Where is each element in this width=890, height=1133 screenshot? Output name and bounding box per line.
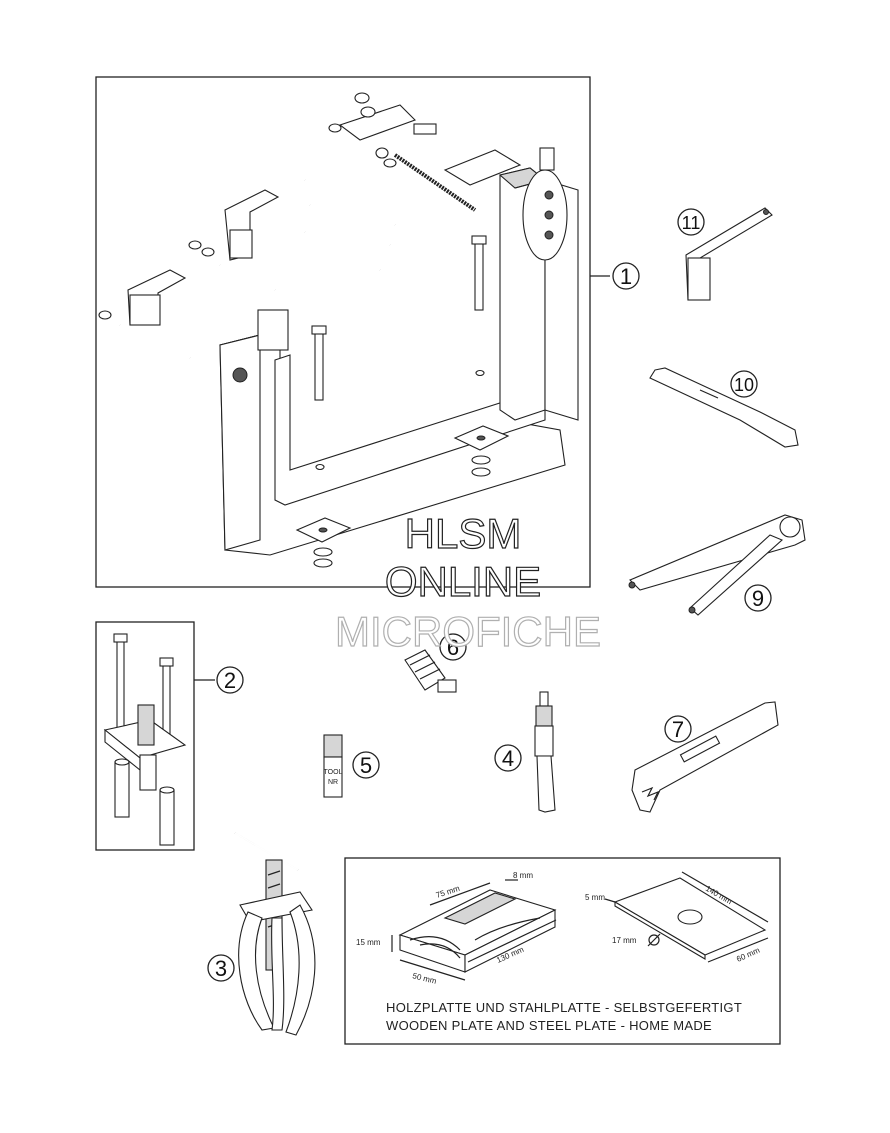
callout-2-circle: [216, 666, 244, 694]
threaded-rods: [304, 153, 477, 272]
callout-5: 5: [360, 753, 372, 778]
part-5-stamp-line-1: TOOL: [324, 769, 343, 776]
puller-kit-frame-box: [95, 621, 195, 851]
home-made-plates-box: [344, 857, 781, 1045]
steel-plate-drawing: [604, 871, 769, 963]
caption-english: WOODEN PLATE AND STEEL PLATE - HOME MADE: [386, 1018, 712, 1033]
dim-plate-thickness: 5 mm: [585, 893, 605, 902]
callout-3-circle: [207, 954, 235, 982]
callout-1: 1: [620, 264, 632, 289]
callout-4-circle: [494, 744, 522, 772]
part-11-bracket: [685, 207, 773, 301]
callout-7-circle: [664, 715, 692, 743]
callout-10: 10: [734, 375, 754, 395]
part-3-three-arm-puller: [234, 832, 316, 1036]
part-5-stamp-line-2: NR: [328, 779, 338, 786]
callout-6-circle: [439, 633, 467, 661]
callout-10-circle: [730, 370, 758, 398]
dim-wood-thickness: 15 mm: [356, 938, 381, 947]
dim-wood-length-top: 75 mm: [435, 884, 461, 900]
part-7-holding-wrench: [631, 701, 779, 813]
callout-2: 2: [224, 668, 236, 693]
callout-7: 7: [672, 717, 684, 742]
part-9-pin-spanner: [628, 514, 806, 616]
part-10-flat-wrench: [649, 367, 799, 448]
callout-5-circle: [352, 751, 380, 779]
engine-stand-drawing: [98, 92, 579, 568]
wooden-plate-drawing: [391, 879, 557, 981]
caption-german: HOLZPLATTE UND STAHLPLATTE - SELBSTGEFER…: [386, 1000, 742, 1015]
dim-slot-width: 8 mm: [513, 871, 533, 880]
callout-11-circle: [677, 208, 705, 236]
watermark-line-3: MICROFICHE: [335, 608, 601, 655]
part-4-slide-hammer: [534, 691, 556, 813]
watermark-line-1: HLSM: [405, 510, 522, 557]
watermark-line-2: ONLINE: [385, 558, 541, 605]
dim-hole-diameter: 17 mm: [612, 936, 637, 945]
part-6-adjusting-screw: [404, 649, 457, 693]
callout-1-circle: [612, 262, 640, 290]
callout-11: 11: [682, 213, 701, 233]
callout-3: 3: [215, 956, 227, 981]
callout-6: 6: [447, 635, 459, 660]
part-5-tool-tube: TOOL NR: [323, 734, 343, 798]
callout-9: 9: [752, 586, 764, 611]
engine-stand-frame-box: [95, 76, 591, 588]
dim-wood-width: 50 mm: [412, 971, 438, 986]
dim-plate-width: 60 mm: [735, 946, 761, 964]
callout-9-circle: [744, 584, 772, 612]
callout-4: 4: [502, 746, 514, 771]
part-2-puller-kit: [103, 633, 187, 846]
